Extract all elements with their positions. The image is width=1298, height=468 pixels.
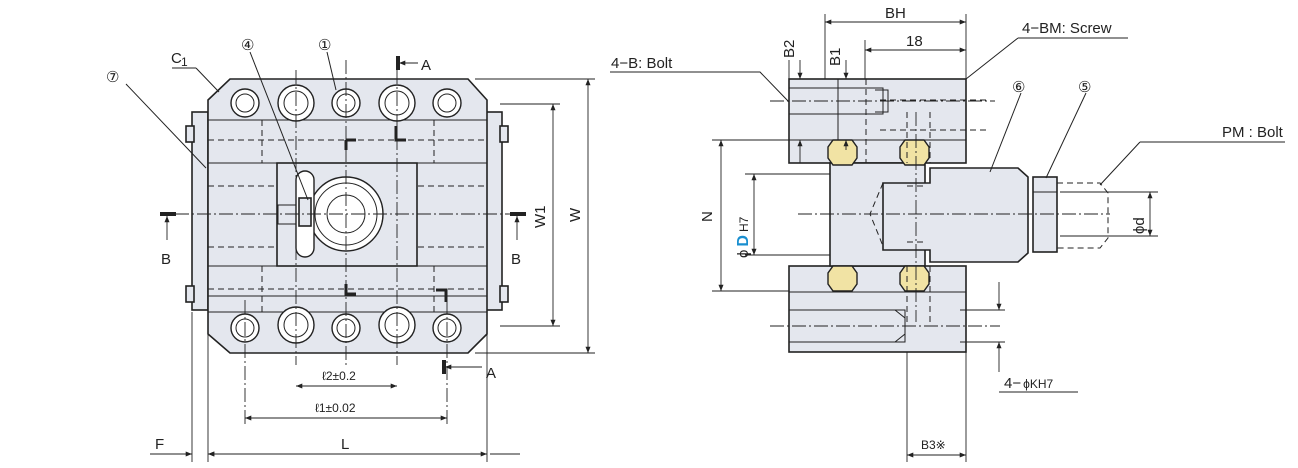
phi-d-tolerance: H7: [737, 216, 751, 232]
w1-label: W1: [532, 206, 549, 229]
part-marker-4: ④: [241, 37, 254, 54]
section-b-right: B: [511, 251, 521, 268]
part-marker-6: ⑥: [1012, 79, 1025, 96]
top-bolt-holes: [230, 84, 462, 122]
dim-18-label: 18: [906, 33, 923, 50]
b2-label: B2: [781, 40, 798, 58]
pm-bolt-head: [1032, 176, 1058, 253]
l1-label: ℓ1±0.02: [315, 401, 356, 415]
section-a-bottom: A: [486, 365, 496, 382]
c1-label: C: [171, 50, 182, 67]
phi-d-letter: D: [735, 235, 752, 247]
c1-sub: 1: [181, 55, 188, 69]
w-label: W: [567, 207, 584, 222]
seal-top-left: [827, 139, 858, 166]
pm-bolt-label: PM : Bolt: [1222, 124, 1284, 141]
key: [298, 197, 312, 227]
phi-d-prefix: ϕ: [735, 250, 752, 258]
k-prefix: 4−: [1004, 375, 1021, 392]
left-ear-bolt-top: [185, 125, 195, 143]
side-bottom-block: [788, 265, 967, 353]
part-marker-1: ①: [318, 37, 331, 54]
phi-d-dimension: ϕD H7: [735, 216, 752, 258]
right-ear-bolt-top: [499, 125, 509, 143]
front-view: C 1 ④ ① ⑦ A A B B W1 W ℓ2±0.2 ℓ1±0.02 F …: [106, 37, 595, 462]
l2-label: ℓ2±0.2: [322, 369, 356, 383]
n-label: N: [699, 211, 716, 222]
part-marker-5: ⑤: [1078, 79, 1091, 96]
side-shaft: [882, 167, 1029, 263]
screw-bm-label: 4−BM: Screw: [1022, 20, 1112, 37]
section-b-left: B: [161, 251, 171, 268]
f-label: F: [155, 436, 164, 453]
part-marker-7: ⑦: [106, 69, 119, 86]
section-a-top: A: [421, 57, 431, 74]
k-text: ϕKH7: [1023, 377, 1053, 391]
left-ear-bolt-bottom: [185, 285, 195, 303]
seal-bottom-left: [827, 265, 858, 292]
side-view: B2 B1 BH 18 4−B: Bolt 4−BM: Screw ⑥ ⑤ PM…: [610, 5, 1285, 462]
right-ear-bolt-bottom: [499, 285, 509, 303]
seal-bottom-right: [899, 265, 930, 292]
bh-label: BH: [885, 5, 906, 22]
b1-label: B1: [827, 48, 844, 66]
b3-label: B3※: [921, 438, 946, 452]
small-d-label: ϕd: [1131, 217, 1148, 234]
side-top-block: [788, 78, 967, 164]
k-dimension: 4−ϕKH7: [1004, 375, 1054, 392]
bolt-b-label: 4−B: Bolt: [611, 55, 673, 72]
seal-top-right: [899, 139, 930, 166]
l-label: L: [341, 436, 349, 453]
